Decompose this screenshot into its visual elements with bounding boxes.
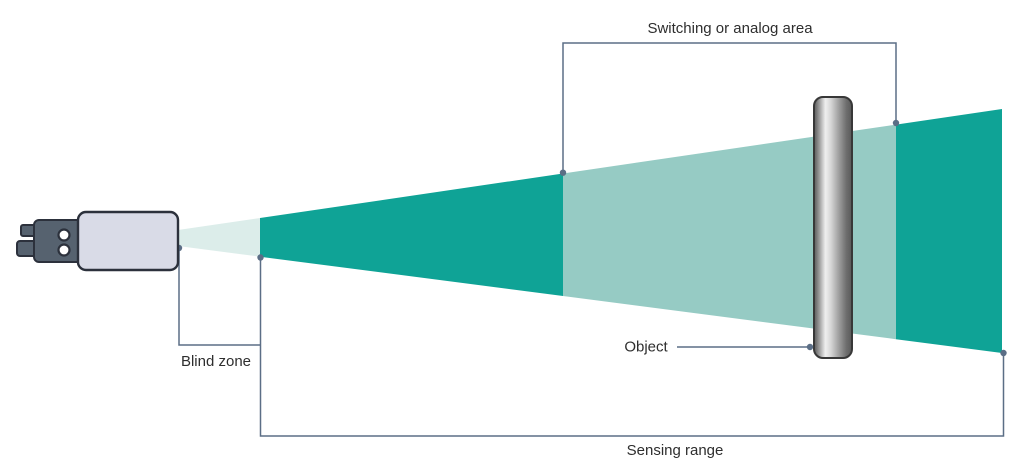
annotations <box>175 42 1007 437</box>
beam-cone <box>178 109 1002 353</box>
switching-bracket-right-dot <box>892 119 900 127</box>
near-range-beam-segment <box>260 173 563 296</box>
sensor-connector-block <box>33 219 85 263</box>
blind-zone-beam-segment <box>178 218 260 257</box>
blind-zone-label: Blind zone <box>181 353 251 370</box>
sensor-connector-pin-bottom <box>57 243 71 257</box>
sensing-range-left-dot <box>257 254 264 261</box>
sensor-body <box>76 210 180 272</box>
switching-area-beam-segment <box>563 124 896 340</box>
blind-zone-bracket <box>178 248 261 346</box>
sensing-range-bracket <box>259 257 1005 437</box>
target-object <box>813 96 853 359</box>
far-range-beam-segment <box>896 109 1002 353</box>
switching-area-bracket <box>562 42 897 173</box>
switching-area-label: Switching or analog area <box>647 20 813 37</box>
switching-bracket-left-dot <box>559 169 567 176</box>
sensing-range-label: Sensing range <box>627 442 724 459</box>
ultrasonic-sensor <box>16 210 180 272</box>
sensor-connector-pin-top <box>57 228 71 242</box>
sensing-range-right-dot <box>1000 349 1007 357</box>
object-label: Object <box>624 339 668 356</box>
object-pointer-dot <box>806 343 814 351</box>
